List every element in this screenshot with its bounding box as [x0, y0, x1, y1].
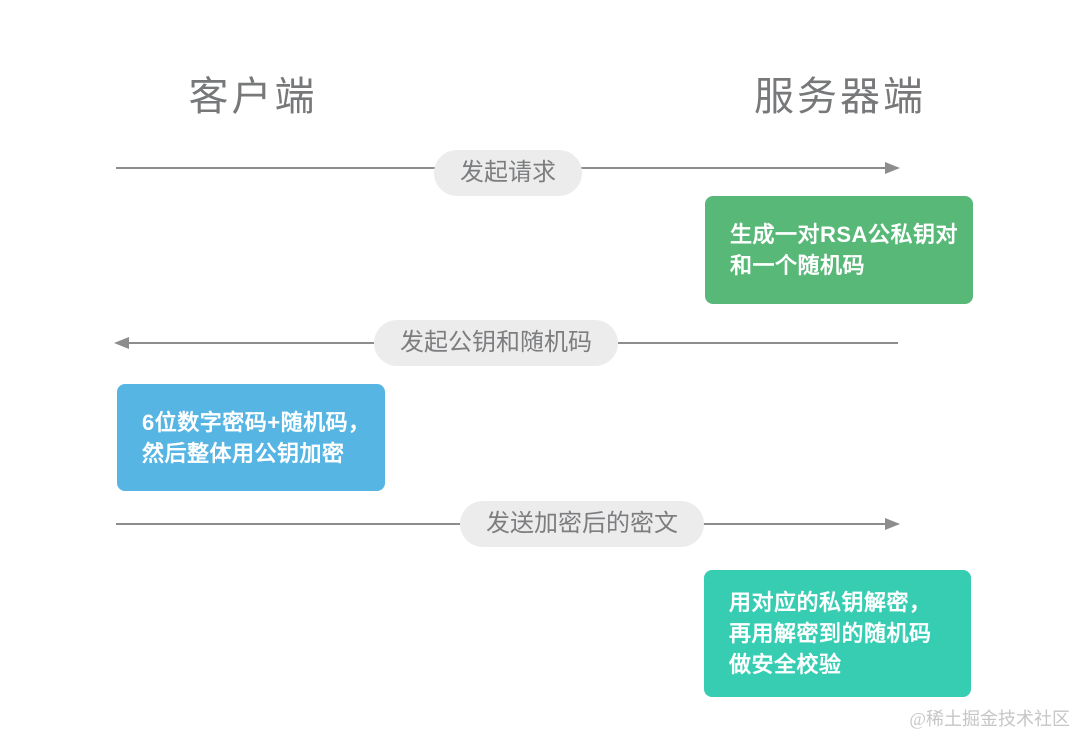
note-line: 用对应的私钥解密， [729, 590, 932, 615]
note-line: 再用解密到的随机码 [729, 621, 932, 646]
watermark: @稀土掘金技术社区 [909, 709, 1070, 729]
note-server-generate-keys: 生成一对RSA公私钥对 和一个随机码 [705, 196, 973, 304]
note-line: 和一个随机码 [730, 253, 866, 278]
participant-client-title: 客户端 [188, 75, 318, 119]
message-1-label-pill: 发起请求 [434, 150, 582, 196]
message-2-label-pill: 发起公钥和随机码 [374, 320, 618, 366]
note-client-encrypt-password: 6位数字密码+随机码， 然后整体用公钥加密 [117, 384, 385, 491]
note-line: 6位数字密码+随机码， [142, 409, 371, 435]
note-server-decrypt-verify: 用对应的私钥解密， 再用解密到的随机码 做安全校验 [704, 570, 971, 697]
arrow-left-icon [114, 337, 129, 349]
message-3-label-pill: 发送加密后的密文 [460, 501, 704, 547]
arrow-right-icon [885, 518, 900, 530]
arrow-right-icon [885, 162, 900, 174]
note-line: 做安全校验 [729, 652, 842, 677]
note-line: 生成一对RSA公私钥对 [730, 222, 958, 247]
note-line: 然后整体用公钥加密 [142, 440, 345, 466]
participant-server-title: 服务器端 [754, 75, 926, 119]
